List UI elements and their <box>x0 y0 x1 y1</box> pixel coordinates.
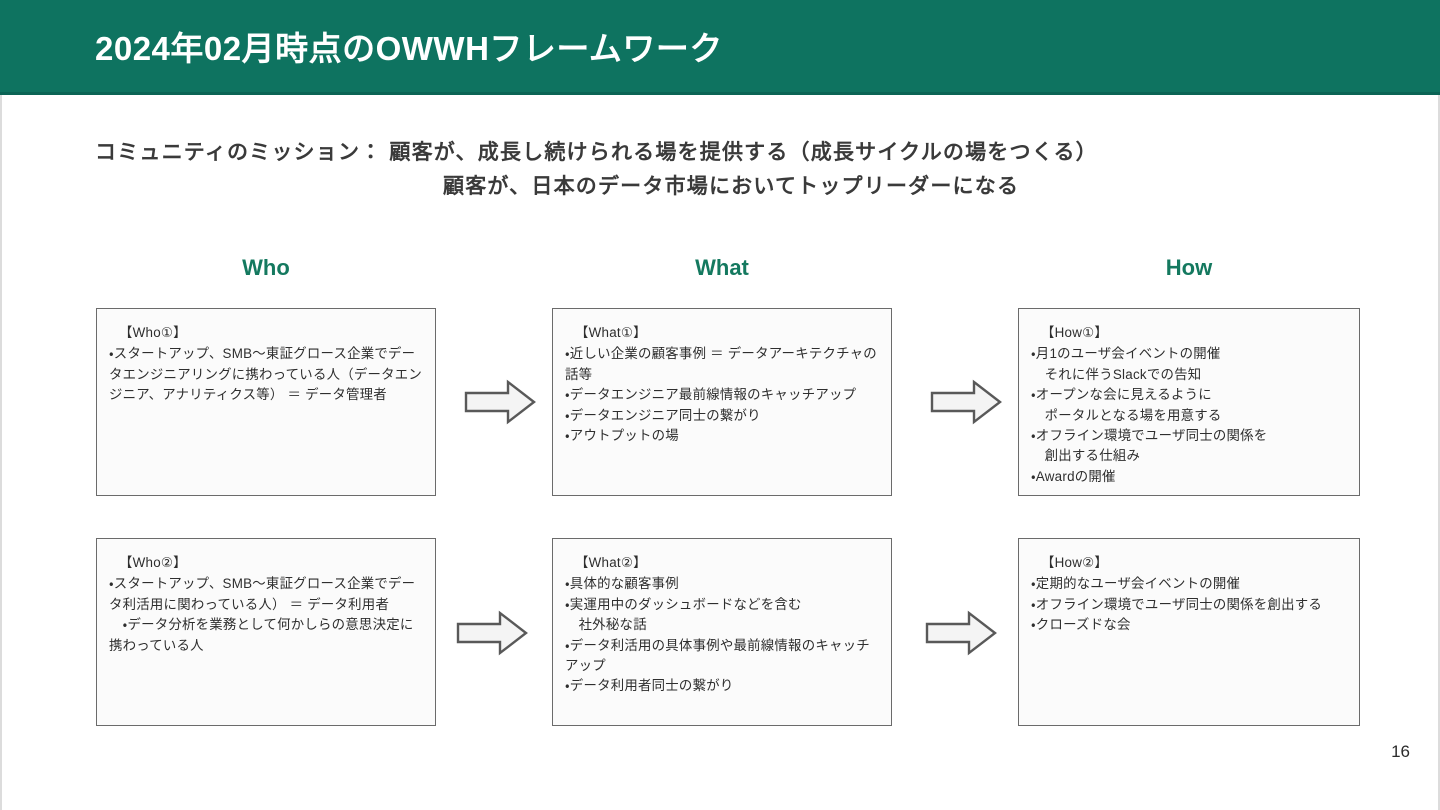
box-how-1: 【How①】 ・月1のユーザ会イベントの開催 それに伴うSlackでの告知 ・オ… <box>1018 308 1360 496</box>
page-number: 16 <box>1391 742 1410 761</box>
page-edge-right <box>1438 95 1440 810</box>
arrow-who1-what1 <box>464 379 536 425</box>
mission-line-2: 顧客が、日本のデータ市場においてトップリーダーになる <box>443 175 1020 199</box>
box-who-2-heading: 【Who②】 <box>119 555 187 570</box>
box-what-1: 【What①】 ・近しい企業の顧客事例 ＝ データアーキテクチャの話等 ・データ… <box>552 308 892 496</box>
box-what-1-body: ・近しい企業の顧客事例 ＝ データアーキテクチャの話等 ・データエンジニア最前線… <box>565 346 877 443</box>
box-how-1-heading: 【How①】 <box>1041 325 1109 340</box>
box-what-2: 【What②】 ・具体的な顧客事例 ・実運用中のダッシュボードなどを含む 社外秘… <box>552 538 892 726</box>
column-header-how: How <box>1165 255 1213 280</box>
box-who-2-body: ・スタートアップ、SMB〜東証グロース企業でデータ利活用に関わっている人） ＝ … <box>109 576 416 653</box>
title-band-underline <box>0 92 1440 95</box>
column-header-who: Who <box>242 255 290 280</box>
page-edge-left <box>0 95 2 810</box>
box-how-2-body: ・定期的なユーザ会イベントの開催 ・オフライン環境でユーザ同士の関係を創出する … <box>1031 576 1322 633</box>
arrow-what2-how2 <box>925 610 997 656</box>
box-how-2-heading: 【How②】 <box>1041 555 1109 570</box>
mission-statement: コミュニティのミッション： 顧客が、成長し続けられる場を提供する（成長サイクルの… <box>95 136 1345 204</box>
box-who-1-heading: 【Who①】 <box>119 325 187 340</box>
column-header-what: What <box>695 255 749 280</box>
box-who-1: 【Who①】 ・スタートアップ、SMB〜東証グロース企業でデータエンジニアリング… <box>96 308 436 496</box>
arrow-who2-what2 <box>456 610 528 656</box>
box-what-1-heading: 【What①】 <box>575 325 647 340</box>
arrow-what1-how1 <box>930 379 1002 425</box>
box-who-1-body: ・スタートアップ、SMB〜東証グロース企業でデータエンジニアリングに携わっている… <box>109 346 423 403</box>
box-what-2-body: ・具体的な顧客事例 ・実運用中のダッシュボードなどを含む 社外秘な話 ・データ利… <box>565 576 870 694</box>
box-who-2: 【Who②】 ・スタートアップ、SMB〜東証グロース企業でデータ利活用に関わって… <box>96 538 436 726</box>
box-what-2-heading: 【What②】 <box>575 555 647 570</box>
page-title: 2024年02月時点のOWWHフレームワーク <box>95 30 723 67</box>
box-how-1-body: ・月1のユーザ会イベントの開催 それに伴うSlackでの告知 ・オープンな会に見… <box>1031 346 1268 484</box>
mission-line-1: コミュニティのミッション： 顧客が、成長し続けられる場を提供する（成長サイクルの… <box>95 141 1098 164</box>
box-how-2: 【How②】 ・定期的なユーザ会イベントの開催 ・オフライン環境でユーザ同士の関… <box>1018 538 1360 726</box>
title-band: 2024年02月時点のOWWHフレームワーク <box>0 0 1440 95</box>
